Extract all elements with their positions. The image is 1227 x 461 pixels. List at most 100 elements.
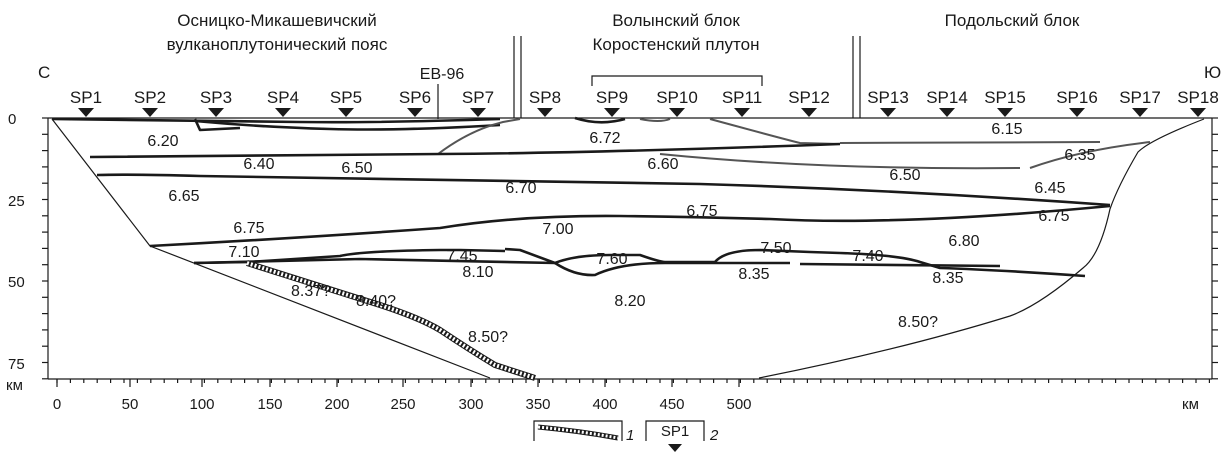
velocity-label: 7.10	[228, 244, 259, 261]
velocity-label: 8.10	[462, 264, 493, 281]
korosten-bracket	[591, 75, 763, 86]
shot-point-marker-icon	[604, 108, 620, 117]
x-tick-0: 0	[53, 396, 61, 413]
velocity-label: 6.40	[243, 156, 274, 173]
x-tick-400: 400	[592, 396, 617, 413]
velocity-label: 6.35	[1064, 147, 1095, 164]
shot-point-label: SP6	[399, 88, 431, 107]
x-tick-150: 150	[257, 396, 282, 413]
shot-point-marker-icon	[78, 108, 94, 117]
x-tick-200: 200	[324, 396, 349, 413]
shot-point-marker-icon	[939, 108, 955, 117]
velocity-label: 7.40	[852, 248, 883, 265]
velocity-label: 8.20	[614, 293, 645, 310]
shot-point-label: SP7	[462, 88, 494, 107]
velocity-label: 8.50?	[898, 314, 938, 331]
velocity-label: 6.20	[147, 133, 178, 150]
shot-point-marker-icon	[142, 108, 158, 117]
shot-point-marker-icon	[668, 444, 682, 452]
legend-label-2: 2	[709, 427, 719, 444]
shot-point-marker-icon	[880, 108, 896, 117]
shot-point-marker-icon	[338, 108, 354, 117]
y-tick-50: 50	[8, 274, 25, 291]
region-osnitsk-title-line1: Осницко-Микашевичский	[177, 11, 376, 30]
region-volyn-title: Волынский блок	[612, 11, 740, 30]
velocity-label: 8.35	[738, 266, 769, 283]
shot-point-label: SP1	[70, 88, 102, 107]
legend-item-2: SP1 2	[645, 420, 719, 452]
x-tick-100: 100	[189, 396, 214, 413]
shot-point-marker-icon	[669, 108, 685, 117]
velocity-label: 6.72	[589, 130, 620, 147]
shot-point-label: SP3	[200, 88, 232, 107]
x-tick-250: 250	[390, 396, 415, 413]
shot-point-marker-icon	[734, 108, 750, 117]
velocity-boundaries	[51, 116, 1205, 379]
velocity-label: 6.50	[889, 167, 920, 184]
shot-point-label: SP17	[1119, 88, 1161, 107]
velocity-label: 7.60	[596, 251, 627, 268]
block-boundary-east	[852, 36, 861, 118]
velocity-label: 6.70	[505, 180, 536, 197]
shot-point-label: SP11	[722, 88, 762, 107]
x-tick-500: 500	[726, 396, 751, 413]
y-tick-0: 0	[8, 111, 16, 128]
y-tick-25: 25	[8, 193, 25, 210]
shot-point-marker-icon	[275, 108, 291, 117]
velocity-label: 8.50?	[468, 329, 508, 346]
shot-point-marker-icon	[208, 108, 224, 117]
shot-point-label: SP5	[330, 88, 362, 107]
region-podolsk-title: Подольский блок	[945, 11, 1080, 30]
shot-point-label: SP16	[1056, 88, 1098, 107]
shot-point-marker-icon	[801, 108, 817, 117]
shot-point-label: SP13	[867, 88, 909, 107]
x-tick-450: 450	[659, 396, 684, 413]
x-tick-350: 350	[525, 396, 550, 413]
legend-item-1: 1	[533, 420, 634, 444]
shot-point-marker-icon	[997, 108, 1013, 117]
velocity-label: 6.45	[1034, 180, 1065, 197]
legend-label-1: 1	[626, 427, 634, 444]
legend-sp-box-label: SP1	[661, 423, 689, 440]
shot-point-marker-icon	[407, 108, 423, 117]
block-boundary-west	[513, 36, 522, 118]
y-axis-unit: км	[6, 377, 23, 394]
velocity-label: 6.65	[168, 188, 199, 205]
shot-point-marker-icon	[537, 108, 553, 117]
shot-point-label: SP15	[984, 88, 1026, 107]
velocity-label: 6.60	[647, 156, 678, 173]
direction-south: Ю	[1204, 63, 1221, 82]
x-tick-300: 300	[458, 396, 483, 413]
shot-point-marker-icon	[1132, 108, 1148, 117]
axis-ticks	[42, 117, 1218, 387]
velocity-label: 6.50	[341, 160, 372, 177]
x-tick-50: 50	[122, 396, 139, 413]
direction-north: С	[38, 63, 50, 82]
velocity-label: 6.80	[948, 233, 979, 250]
shot-point-label: SP18	[1177, 88, 1219, 107]
shot-point-label: SP8	[529, 88, 561, 107]
shot-point-label: SP2	[134, 88, 166, 107]
shot-point-marker-icon	[470, 108, 486, 117]
velocity-labels: 6.20 6.72 6.15 6.40 6.50 6.60 6.50 6.35 …	[147, 121, 1095, 346]
profile-crossing-label: EB-96	[420, 66, 465, 83]
velocity-label: 8.37?	[291, 283, 331, 300]
velocity-label: 7.50	[760, 240, 791, 257]
shot-point-label: SP12	[788, 88, 830, 107]
shot-point-label: SP14	[926, 88, 968, 107]
x-axis-unit: км	[1182, 396, 1199, 413]
velocity-label: 6.75	[1038, 208, 1069, 225]
shot-point-marker-icon	[1069, 108, 1085, 117]
velocity-label: 6.75	[233, 220, 264, 237]
velocity-label: 7.45	[446, 248, 477, 265]
y-tick-75: 75	[8, 356, 25, 373]
dotted-boundary	[246, 260, 536, 381]
legend: 1 SP1 2	[533, 420, 719, 452]
velocity-label: 6.15	[991, 121, 1022, 138]
region-osnitsk-title-line2: вулканоплутонический пояс	[167, 35, 388, 54]
shot-point-label: SP10	[656, 88, 698, 107]
region-korosten-title: Коростенский плутон	[593, 35, 760, 54]
shot-point-label: SP9	[596, 88, 628, 107]
